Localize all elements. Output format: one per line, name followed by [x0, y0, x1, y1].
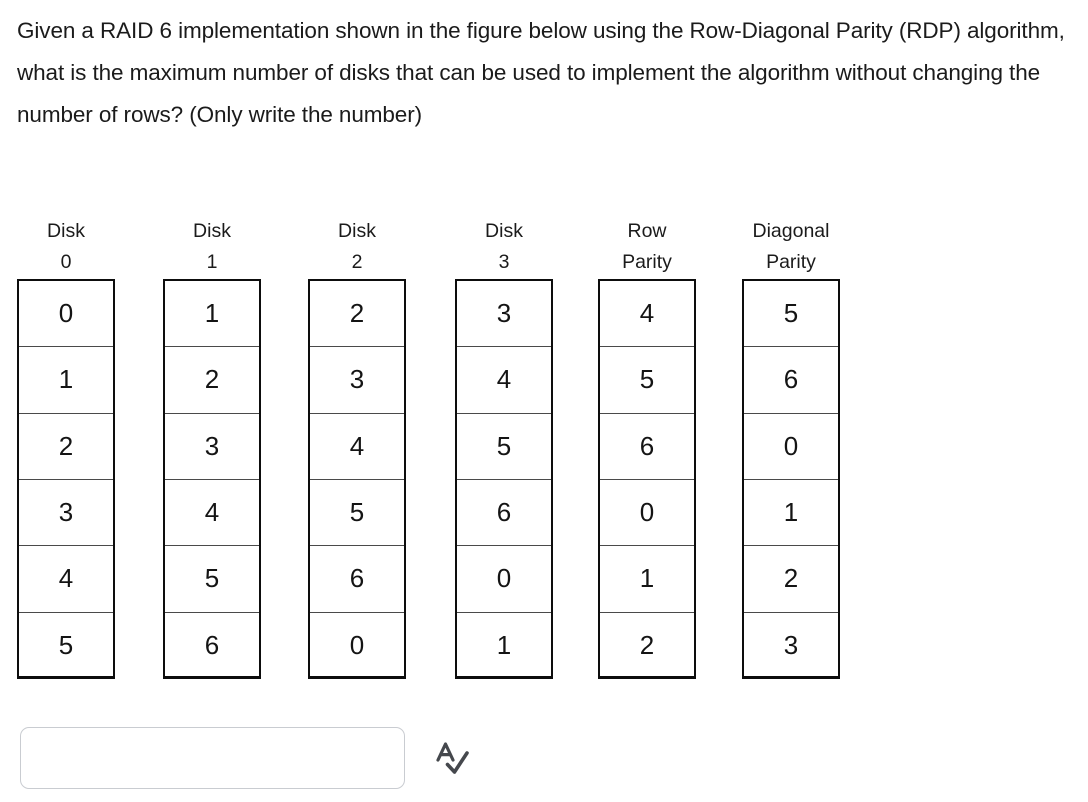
- cell: 2: [744, 546, 838, 613]
- cell: 4: [310, 414, 404, 480]
- column-header-5: Diagonal Parity: [752, 220, 830, 273]
- cell: 2: [19, 414, 113, 480]
- cell: 6: [744, 347, 838, 414]
- column-header-2: Disk 2: [338, 220, 376, 273]
- column-header-1: Disk 1: [193, 220, 231, 273]
- cell: 0: [19, 281, 113, 348]
- cell: 5: [600, 347, 694, 414]
- cell: 1: [744, 480, 838, 547]
- cell: 6: [310, 546, 404, 613]
- answer-row: [20, 727, 490, 797]
- cell: 6: [204, 630, 220, 661]
- cell: 0: [600, 480, 694, 547]
- cell: 3: [783, 630, 799, 661]
- cell: 5: [165, 546, 259, 613]
- cell: 4: [19, 546, 113, 613]
- cell: 5: [744, 281, 838, 348]
- cell: 6: [457, 480, 551, 547]
- cell: 3: [457, 281, 551, 348]
- cell: 2: [310, 281, 404, 348]
- column-header-0: Disk 0: [47, 220, 85, 273]
- cell: 4: [600, 281, 694, 348]
- cell: 1: [496, 630, 512, 661]
- cell: 6: [600, 414, 694, 480]
- cell: 1: [165, 281, 259, 348]
- cell: 4: [457, 347, 551, 414]
- cell: 0: [744, 414, 838, 480]
- spellcheck-icon[interactable]: [432, 739, 474, 779]
- cell: 1: [19, 347, 113, 414]
- cell: 5: [310, 480, 404, 547]
- cell: 3: [19, 480, 113, 547]
- cell: 4: [165, 480, 259, 547]
- cell: 0: [457, 546, 551, 613]
- cell: 1: [600, 546, 694, 613]
- cell: 2: [165, 347, 259, 414]
- column-header-4: Row Parity: [622, 220, 672, 273]
- column-header-3: Disk 3: [485, 220, 523, 273]
- answer-input[interactable]: [20, 727, 405, 789]
- cell: 3: [310, 347, 404, 414]
- cell: 5: [58, 630, 74, 661]
- cell: 0: [349, 630, 365, 661]
- cell: 5: [457, 414, 551, 480]
- question-text: Given a RAID 6 implementation shown in t…: [17, 18, 1071, 127]
- cell: 2: [639, 630, 655, 661]
- cell: 3: [165, 414, 259, 480]
